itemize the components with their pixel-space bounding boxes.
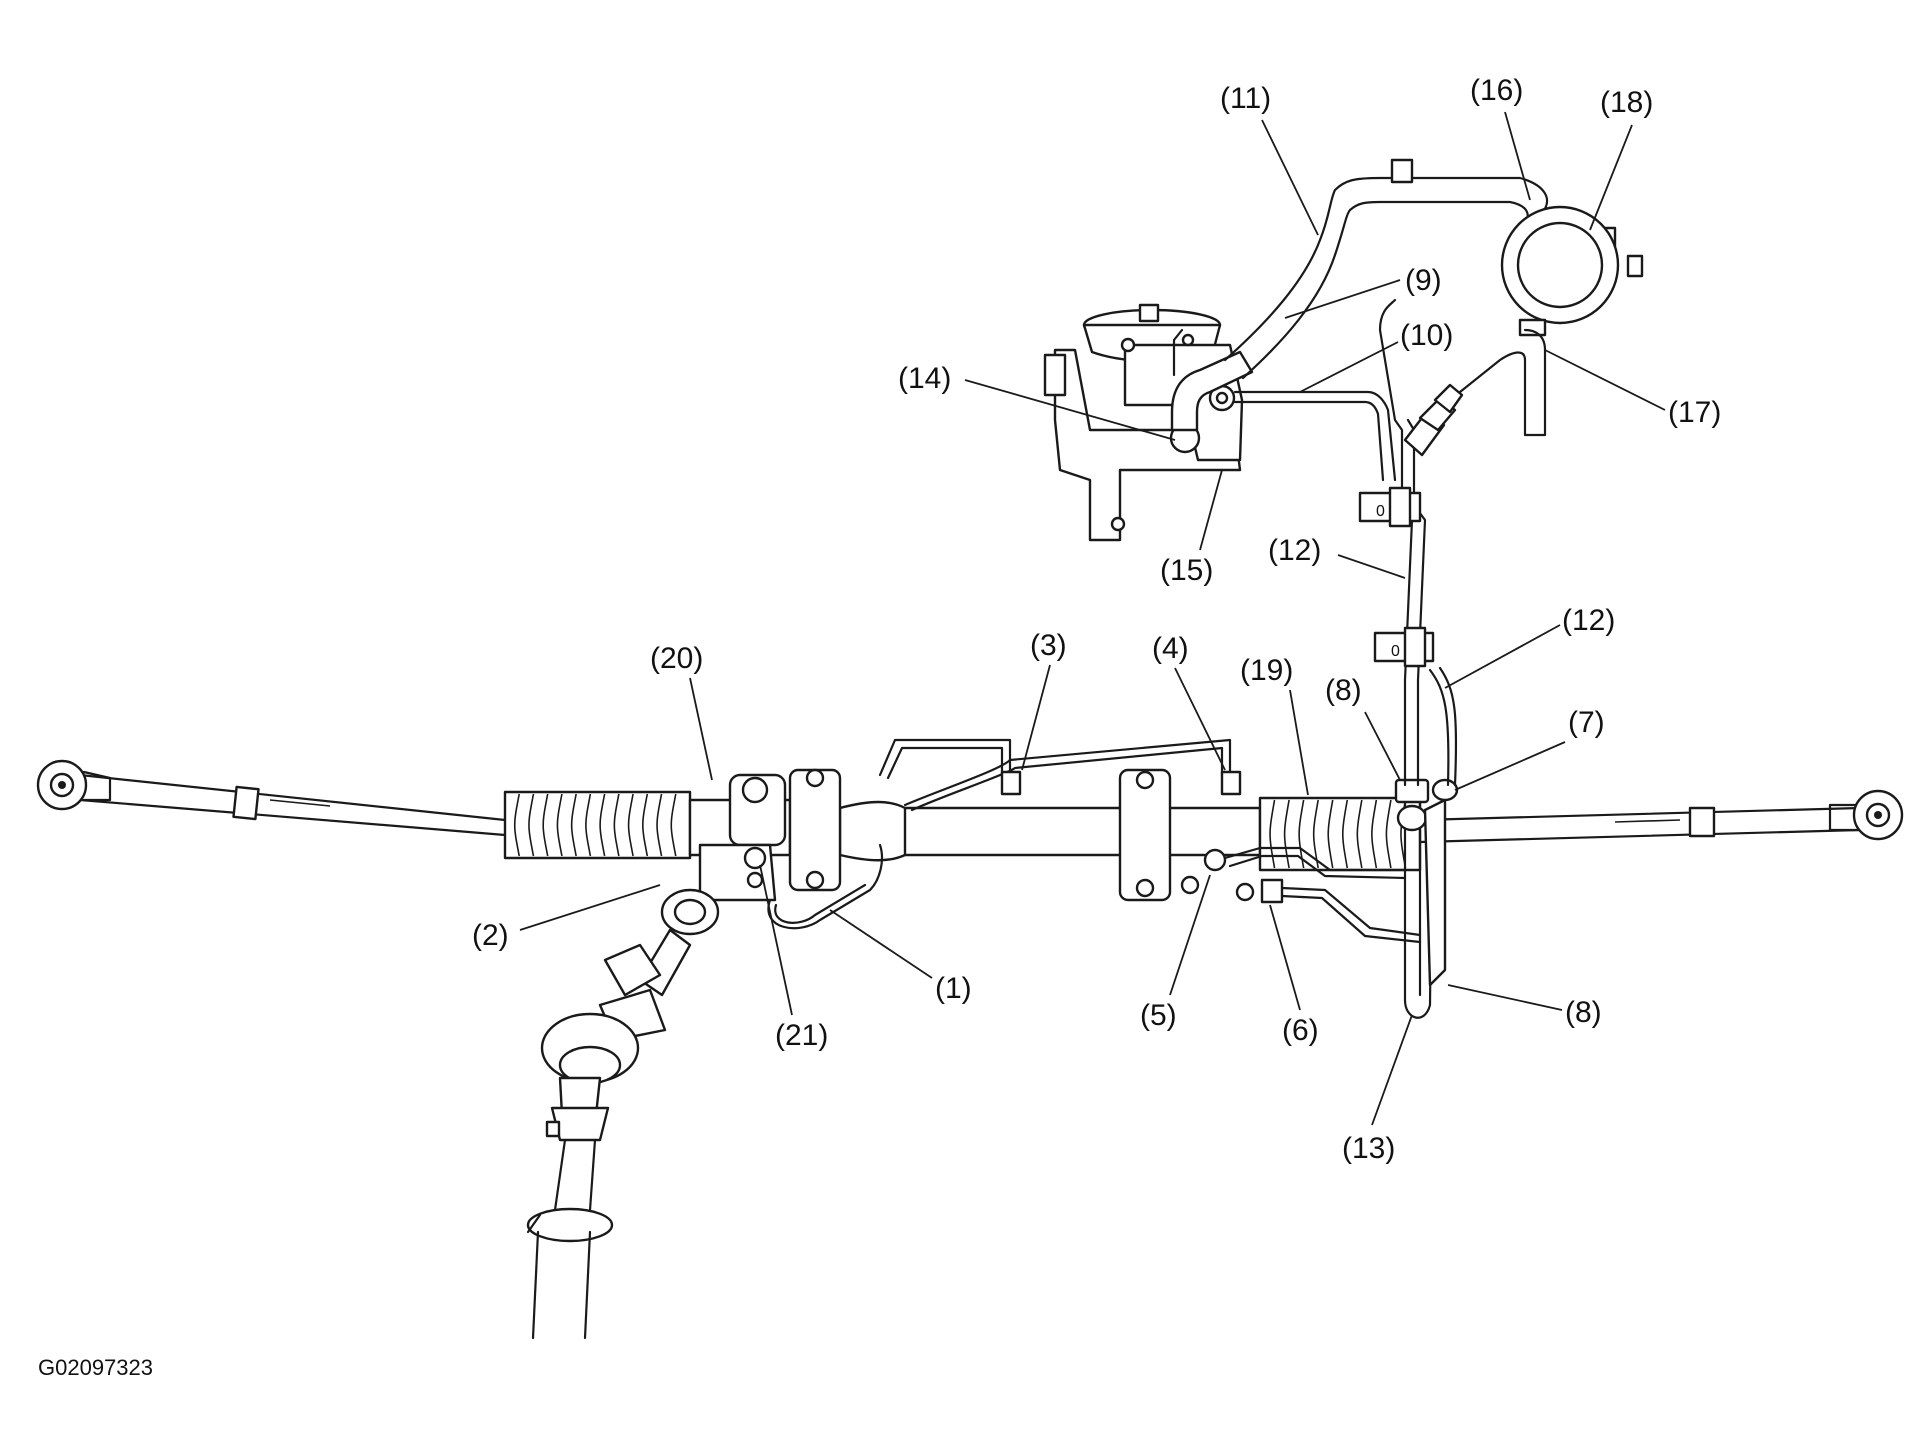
right-tie-rod [1418, 806, 1862, 844]
boot-rib [627, 793, 634, 857]
callout-10: (10) [1299, 319, 1453, 393]
left-tie-rod-end [36, 759, 112, 811]
boot-rib [1283, 799, 1290, 869]
right-tie-rod-end [1828, 789, 1904, 841]
label-11: (11) [1220, 82, 1271, 115]
pump-inlet-pipe [1169, 328, 1254, 454]
callout-21: (21) [759, 864, 828, 1052]
label-10: (10) [1400, 319, 1453, 352]
pipe-clamp-lower: 0 [1373, 626, 1435, 668]
boot-rib [1269, 799, 1276, 869]
pump-outlet-fitting [1208, 384, 1236, 412]
label-7: (7) [1568, 706, 1605, 739]
pump-pressure-pipe-10 [1233, 390, 1397, 482]
boot-rib [513, 793, 521, 857]
label-8-lower: (8) [1565, 996, 1602, 1029]
reservoir [1500, 205, 1644, 337]
boot-rib [1385, 799, 1392, 869]
pinion-and-universal-joint [540, 888, 720, 1212]
boot-rib [1356, 799, 1363, 869]
callout-18: (18) [1589, 86, 1653, 231]
pipe-13-and-clamps [1394, 778, 1459, 1019]
left-boot [503, 790, 692, 860]
callout-12-upper: (12) [1268, 534, 1406, 579]
callout-8-upper: (8) [1325, 674, 1401, 781]
label-14: (14) [898, 362, 951, 395]
boot-rib [642, 793, 649, 857]
label-8-upper: (8) [1325, 674, 1362, 707]
rack-lower-fittings [1180, 846, 1422, 944]
callout-7: (7) [1454, 706, 1605, 791]
label-17: (17) [1668, 396, 1721, 429]
rack-clamp-right [1118, 768, 1172, 902]
callout-17: (17) [1544, 349, 1721, 429]
label-12-lower: (12) [1562, 604, 1615, 637]
boot-rib [542, 793, 549, 857]
callout-19: (19) [1240, 654, 1309, 796]
clamp-mark: 0 [1376, 503, 1385, 520]
boot-rib [556, 793, 563, 857]
callout-13: (13) [1342, 1014, 1413, 1165]
boot-rib [570, 793, 577, 857]
label-21: (21) [775, 1019, 828, 1052]
rack-pipes [767, 738, 1242, 930]
label-12-upper: (12) [1268, 534, 1321, 567]
left-tie-rod [78, 773, 507, 837]
label-15: (15) [1160, 554, 1213, 587]
label-3: (3) [1030, 629, 1067, 662]
label-9: (9) [1405, 264, 1442, 297]
label-13: (13) [1342, 1132, 1395, 1165]
label-18: (18) [1600, 86, 1653, 119]
callout-8-lower: (8) [1447, 984, 1602, 1029]
boot-rib [599, 793, 606, 857]
label-1: (1) [935, 972, 972, 1005]
label-4: (4) [1152, 632, 1189, 665]
rack-clamp-left [788, 768, 842, 892]
boot-rib [613, 793, 620, 857]
steering-column-shaft [526, 1207, 614, 1340]
label-20: (20) [650, 642, 703, 675]
callout-3: (3) [1021, 629, 1067, 771]
callout-9: (9) [1284, 264, 1442, 319]
label-2: (2) [472, 919, 509, 952]
boot-rib [585, 793, 592, 857]
callout-4: (4) [1152, 632, 1226, 771]
callout-6: (6) [1269, 904, 1319, 1047]
label-5: (5) [1140, 999, 1177, 1032]
reservoir-return-hose-17 [1403, 328, 1547, 457]
valve-housing [698, 773, 787, 902]
callout-5: (5) [1140, 874, 1211, 1032]
reservoir-hose-11 [1223, 158, 1549, 380]
boot-rib [670, 793, 677, 857]
right-boot [1258, 796, 1422, 872]
label-19: (19) [1240, 654, 1293, 687]
callout-2: (2) [472, 884, 661, 952]
callout-14: (14) [898, 362, 1176, 441]
label-16: (16) [1470, 74, 1523, 107]
label-6: (6) [1282, 1014, 1319, 1047]
callout-11: (11) [1220, 82, 1319, 236]
clamp-mark: 0 [1391, 643, 1400, 660]
callout-16: (16) [1470, 74, 1531, 201]
callout-20: (20) [650, 642, 713, 781]
boot-rib [1371, 799, 1378, 869]
boot-rib [656, 793, 663, 857]
pipe-clamp-upper: 0 [1358, 486, 1422, 528]
boot-rib [1327, 799, 1334, 869]
callout-15: (15) [1160, 469, 1223, 587]
boot-rib [528, 793, 535, 857]
callout-1: (1) [829, 909, 972, 1005]
callout-12-lower: (12) [1444, 604, 1615, 689]
figure-id: G02097323 [38, 1355, 153, 1380]
pipe-12 [1378, 298, 1458, 787]
boot-rib [1342, 799, 1349, 869]
